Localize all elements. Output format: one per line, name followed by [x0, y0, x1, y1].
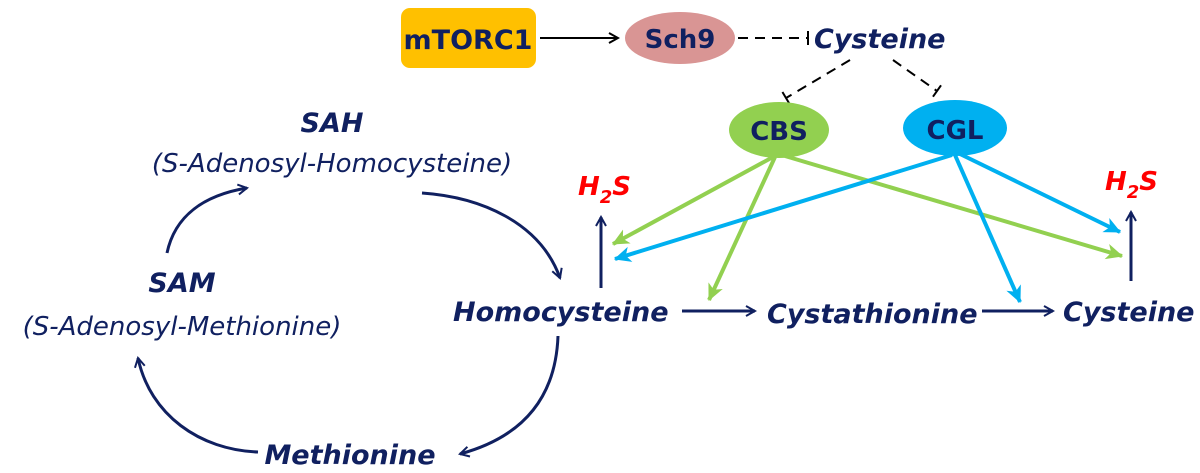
cgl-to-homocysteine-h2s-arrow: [613, 153, 953, 262]
sch9-ellipse: [625, 12, 735, 64]
sam-fullname: (S-Adenosyl-Methionine): [23, 312, 342, 342]
cysteine-inhibits-cbs-line: [781, 59, 851, 105]
cgl-ellipse: [903, 100, 1007, 156]
sah-to-homocysteine-arrow: [421, 191, 560, 278]
homocysteine-label: Homocysteine: [453, 297, 669, 328]
mtorc1-box: [401, 8, 536, 68]
sah-label: SAH: [301, 108, 364, 139]
mtorc1-label: mTORC1: [404, 25, 533, 56]
sch9-label: Sch9: [645, 25, 716, 55]
cysteine-inhibits-cgl-line: [892, 59, 942, 98]
h2s-right-label: H2S: [1105, 167, 1158, 203]
methionine-to-sam-arrow: [138, 358, 259, 454]
sah-fullname: (S-Adenosyl-Homocysteine): [152, 149, 512, 179]
cgl-node: CGL: [903, 100, 1007, 156]
cbs-label: CBS: [750, 117, 808, 147]
cbs-to-cysteine-h2s-arrow: [784, 154, 1124, 260]
cgl-to-cysteine-conversion-arrow: [953, 154, 1022, 304]
cgl-to-cysteine-h2s-arrow: [959, 152, 1122, 234]
cbs-ellipse: [729, 102, 829, 158]
cystathionine-label: Cystathionine: [767, 299, 978, 330]
sch9-node: Sch9: [625, 12, 735, 64]
cysteine-label: Cysteine: [1063, 297, 1195, 328]
cbs-to-cystathionine-arrow: [707, 156, 777, 302]
cgl-label: CGL: [927, 116, 984, 146]
methionine-label: Methionine: [264, 440, 435, 471]
cysteine-regulator-label: Cysteine: [814, 24, 946, 55]
mtorc1-node: mTORC1: [401, 8, 536, 68]
cbs-node: CBS: [729, 102, 829, 158]
homocysteine-to-methionine-arrow: [460, 335, 560, 454]
cbs-to-homocysteine-h2s-arrow: [612, 155, 774, 246]
h2s-left-label: H2S: [578, 172, 631, 208]
sam-to-sah-arrow: [165, 188, 247, 254]
sam-label: SAM: [148, 268, 215, 299]
